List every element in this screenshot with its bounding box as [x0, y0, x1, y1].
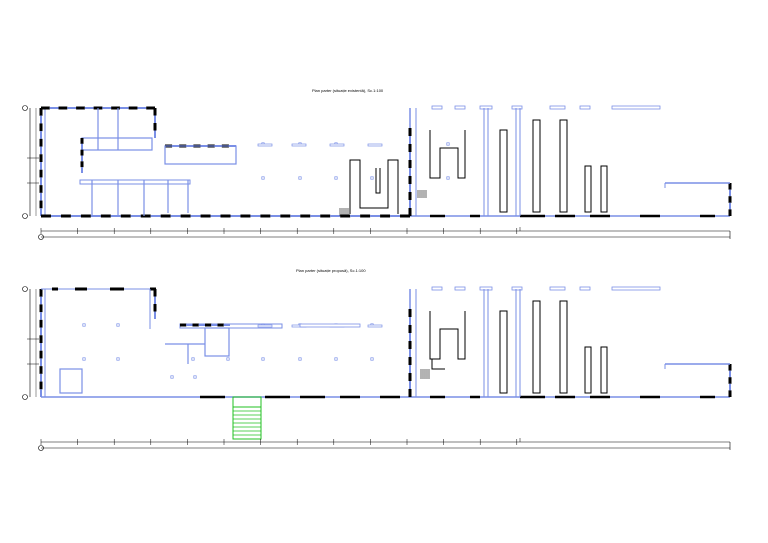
storage-rack [584, 346, 592, 394]
new-staircase [232, 396, 262, 440]
column [334, 357, 338, 361]
column [446, 142, 450, 146]
lintel [511, 286, 523, 291]
column [446, 176, 450, 180]
storage-rack [532, 119, 541, 213]
storage-rack [600, 165, 608, 213]
plan-title-proposed: Plan parter (situație propusă), Sc.1:100 [296, 268, 366, 273]
storage-rack [499, 129, 508, 213]
lintel [329, 143, 345, 147]
column [170, 375, 174, 379]
lintel [454, 286, 466, 291]
storage-rack [559, 119, 568, 213]
column [82, 323, 86, 327]
column [116, 323, 120, 327]
axis-marker [22, 213, 28, 219]
lintel [549, 105, 566, 110]
column [334, 176, 338, 180]
room-wall [59, 368, 83, 394]
lintel [367, 143, 383, 147]
column [298, 357, 302, 361]
lintel [479, 105, 493, 110]
room-wall [79, 179, 191, 185]
room-wall [204, 327, 230, 357]
floor-plan-proposed [22, 286, 732, 451]
lintel [549, 286, 566, 291]
lintel [291, 143, 307, 147]
lintel [367, 324, 383, 328]
axis-marker [22, 105, 28, 111]
plan-title-existing: Plan parter (situație existentă), Sc.1:1… [312, 88, 384, 93]
axis-marker [22, 286, 28, 292]
lintel [479, 286, 493, 291]
storage-rack [532, 300, 541, 394]
lintel [611, 105, 661, 110]
conveyor-line [431, 359, 445, 370]
lintel [511, 105, 523, 110]
storage-rack [559, 300, 568, 394]
lintel [299, 323, 361, 328]
lintel [579, 105, 591, 110]
lintel [454, 105, 466, 110]
lintel [431, 286, 443, 291]
column [193, 375, 197, 379]
column [261, 357, 265, 361]
floor-plan-existing [22, 105, 732, 240]
lintel [579, 286, 591, 291]
column [370, 176, 374, 180]
lintel [257, 143, 273, 147]
column [261, 176, 265, 180]
conveyor-line [375, 168, 381, 194]
conveyor-line [349, 159, 399, 214]
column [191, 357, 195, 361]
storage-rack [584, 165, 592, 213]
room-wall [81, 137, 153, 151]
conveyor-line [429, 311, 466, 360]
column [298, 176, 302, 180]
column [82, 357, 86, 361]
lintel [611, 286, 661, 291]
room-wall [164, 145, 237, 165]
lintel [431, 105, 443, 110]
conveyor-line [429, 130, 466, 179]
column [370, 357, 374, 361]
column [226, 357, 230, 361]
column [116, 357, 120, 361]
lintel [257, 324, 273, 328]
storage-rack [499, 310, 508, 394]
storage-rack [600, 346, 608, 394]
axis-marker [22, 394, 28, 400]
